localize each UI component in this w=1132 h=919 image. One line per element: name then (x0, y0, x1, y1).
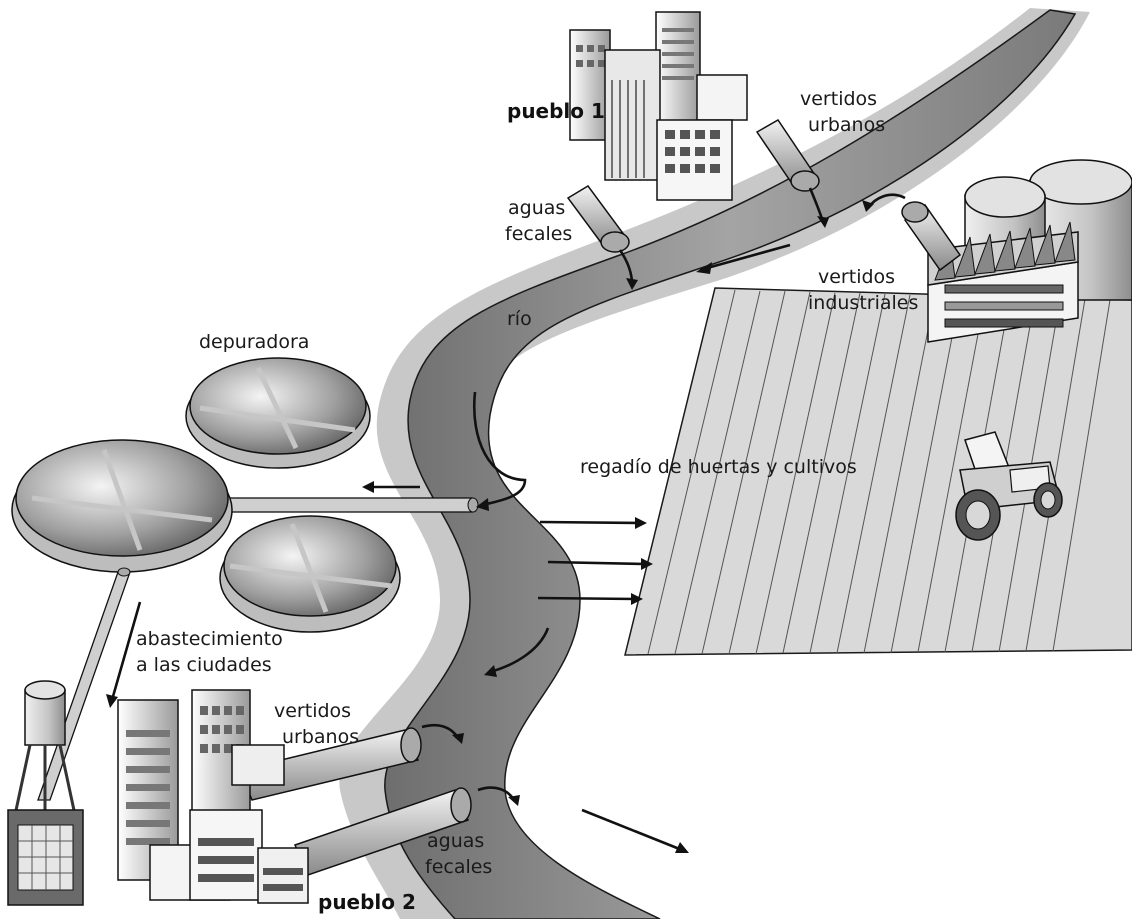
arrow-supply (110, 601, 142, 701)
label-vertidos-industriales-line1: vertidos (818, 266, 895, 288)
label-vertidos-urbanos-bottom-line2: urbanos (282, 726, 359, 748)
label-aguas-fecales-bottom-line2: fecales (425, 856, 492, 878)
label-aguas-fecales-bottom-line1: aguas (427, 830, 484, 852)
tractor-icon (955, 431, 1063, 541)
arrow-irrigation-2 (547, 560, 647, 566)
arrow-river-curve (472, 391, 527, 507)
town-1-buildings (569, 11, 748, 201)
label-regadio: regadío de huertas y cultivos (580, 456, 857, 478)
label-pueblo-2: pueblo 2 (318, 890, 416, 914)
arrow-irrigation-3 (537, 596, 637, 601)
label-vertidos-urbanos-bottom-line1: vertidos (274, 700, 351, 722)
label-abastecimiento-line2: a las ciudades (136, 654, 272, 676)
label-pueblo-1: pueblo 1 (507, 99, 605, 123)
river-water (384, 9, 1077, 919)
label-abastecimiento-line1: abastecimiento (136, 628, 283, 650)
arrow-river-flow-3 (581, 808, 683, 852)
treatment-plant (11, 357, 479, 633)
arrow-river-flow-2 (489, 627, 550, 674)
flow-arrows (106, 187, 906, 853)
label-rio: río (507, 308, 532, 330)
water-tower-icon (7, 680, 84, 906)
label-aguas-fecales-top-line1: aguas (508, 197, 565, 219)
treatment-tank-3 (219, 515, 401, 633)
label-vertidos-industriales-line2: industriales (808, 292, 918, 314)
factory-icon (927, 159, 1132, 343)
pipe-vertidos-urbanos-top (755, 119, 820, 192)
arrow-river-flow-1 (699, 243, 791, 272)
arrow-irrigation-1 (539, 520, 641, 525)
treatment-tank-2 (11, 439, 233, 573)
treatment-tank-1 (185, 357, 371, 469)
pipe-aguas-fecales-top (566, 185, 630, 253)
town-2-buildings (117, 689, 309, 904)
label-aguas-fecales-top-line2: fecales (505, 223, 572, 245)
label-depuradora: depuradora (199, 331, 309, 353)
label-vertidos-urbanos-top-line1: vertidos (800, 88, 877, 110)
label-vertidos-urbanos-top-line2: urbanos (808, 114, 885, 136)
crop-field (624, 287, 1132, 656)
pipe-aguas-fecales-bottom (293, 787, 472, 876)
pipe-vertidos-industriales (901, 201, 962, 272)
